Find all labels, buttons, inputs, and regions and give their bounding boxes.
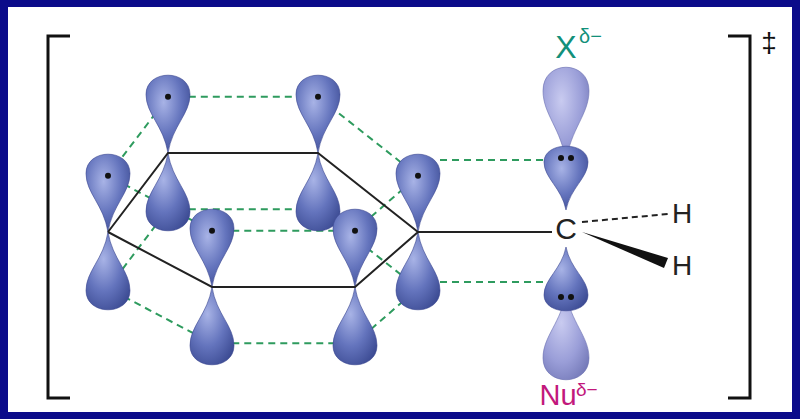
electron-dot [558,155,564,161]
transition-state-symbol: ‡ [761,29,777,57]
p-orbital-lobe [146,75,190,153]
p-orbital-lobe [190,287,234,365]
electron-dot [105,173,111,179]
overlap-dash [440,159,552,161]
orbital-overlap-dashes [108,97,552,343]
hydrogen-atom: H [672,200,692,228]
p-orbital-lobe [190,209,234,287]
ring-bonds [108,153,668,287]
ring-carbon-bond [418,231,552,233]
partial-charge: δ− [576,380,598,399]
hydrogen-atom: H [672,252,692,280]
electron-dot [352,228,358,234]
right-bracket [728,36,750,398]
partial-charge: δ− [579,26,602,46]
nucleophile-symbol: Nu [539,381,576,410]
overlap-dash [108,209,418,343]
electron-dot [209,228,215,234]
p-orbital-lobe [86,154,130,232]
p-orbital-lobe [86,232,130,310]
electron-dot [165,94,171,100]
leaving-group-symbol: X [555,31,576,63]
electron-dot [568,294,574,300]
carbon-p-lobe [544,146,588,210]
p-orbitals [86,67,589,380]
p-orbital-lobe [146,153,190,231]
p-orbital-lobe [296,75,340,153]
overlap-dash [440,281,552,283]
p-orbital-lobe [333,209,377,287]
left-bracket [48,36,70,398]
electron-dot [558,294,564,300]
carbon-atom: C [555,214,577,244]
benzene-ring [108,153,418,287]
p-orbital-lobe [396,232,440,310]
dashed-bond [582,214,668,222]
p-orbital-lobe [333,287,377,365]
electron-dot [568,155,574,161]
electron-dot [415,173,421,179]
electron-dot [315,94,321,100]
wedge-bond [582,232,668,268]
carbon-p-lobe [544,247,588,311]
